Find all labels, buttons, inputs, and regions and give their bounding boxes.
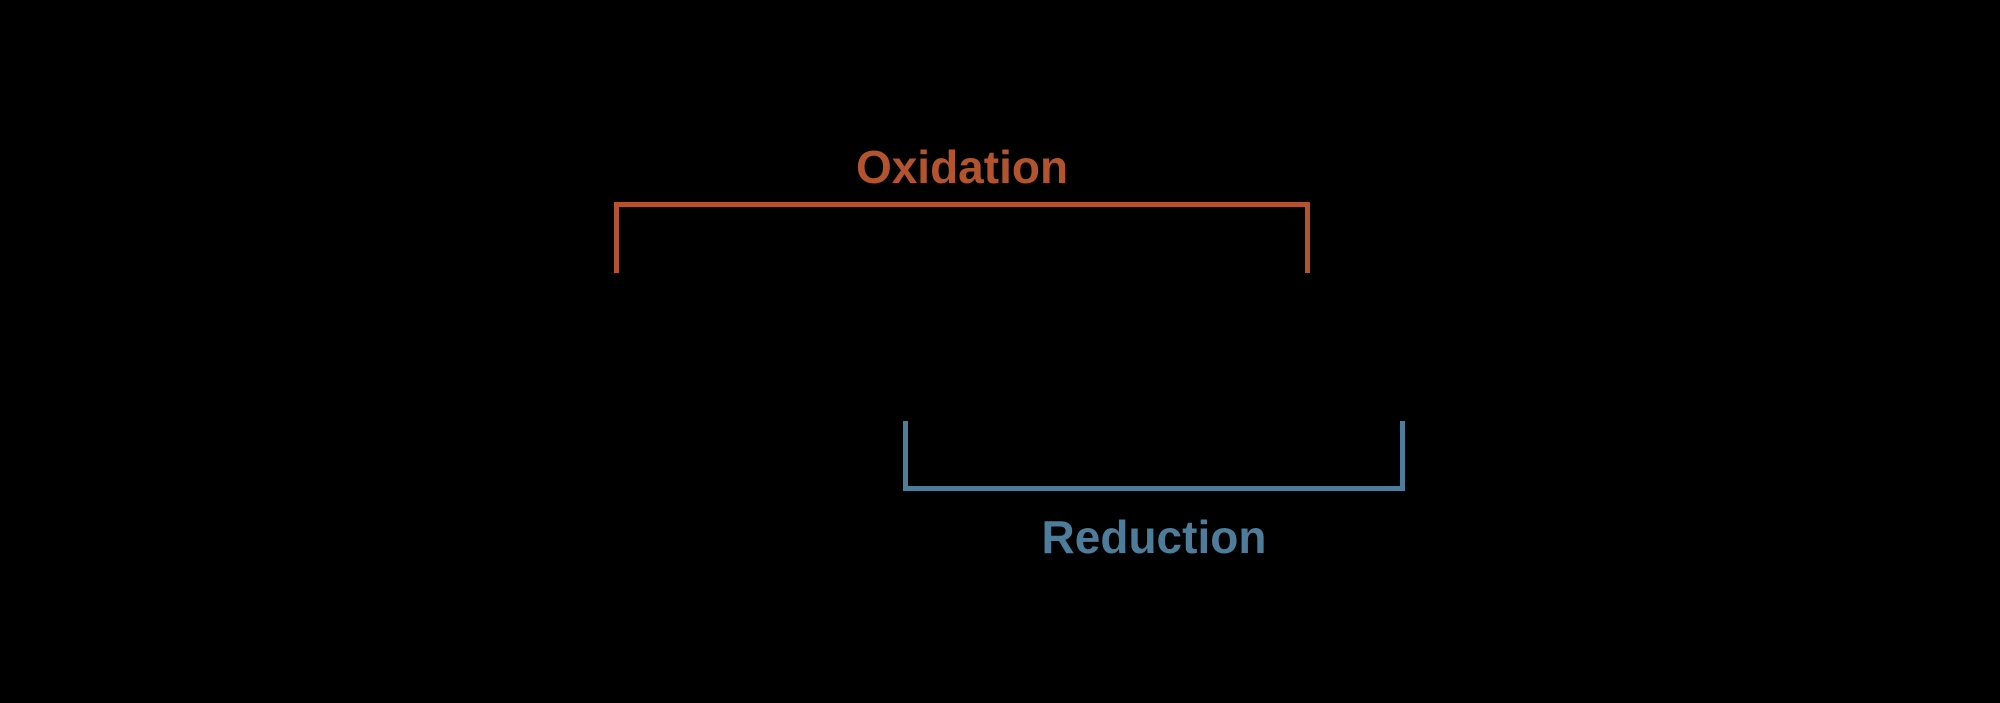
reduction-label: Reduction — [1041, 511, 1267, 563]
reduction-bracket-left-arm — [903, 421, 908, 491]
oxidation-bracket-top-bar — [614, 202, 1310, 207]
reduction-bracket-bottom-bar — [903, 486, 1405, 491]
oxidation-bracket-left-arm — [614, 202, 619, 273]
reduction-bracket-right-arm — [1400, 421, 1405, 491]
oxidation-bracket — [614, 202, 1310, 273]
reduction-bracket — [903, 421, 1405, 491]
oxidation-bracket-right-arm — [1305, 202, 1310, 273]
oxidation-label: Oxidation — [855, 141, 1069, 193]
